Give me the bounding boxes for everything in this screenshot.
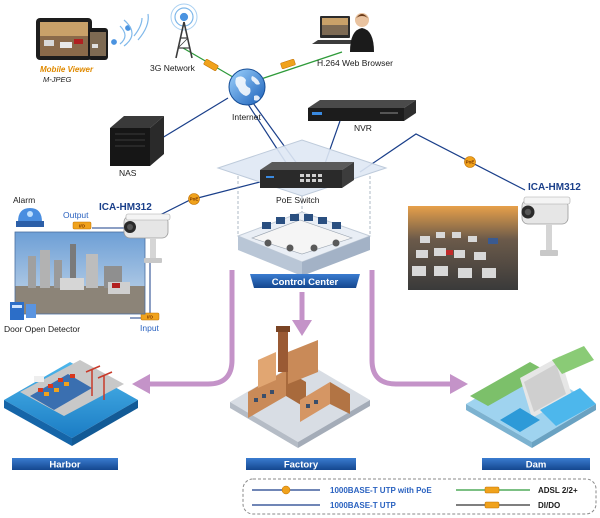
nvr-label: NVR: [354, 123, 372, 133]
input-label: Input: [140, 323, 160, 333]
door-sensor-icon: [10, 302, 36, 320]
legend-item-adsl: ADSL 2/2+: [456, 486, 578, 495]
ip-camera-right: [521, 196, 571, 256]
svg-text:I/O: I/O: [79, 223, 86, 228]
poe-switch-label: PoE Switch: [276, 195, 320, 205]
factory-illustration: [230, 326, 370, 448]
nvr-device: [308, 100, 416, 121]
svg-text:PoE: PoE: [466, 160, 475, 165]
svg-text:Dam: Dam: [526, 460, 547, 471]
svg-text:PoE: PoE: [190, 197, 199, 202]
adsl-tag-browser: [280, 58, 296, 70]
web-browser-user-icon: [312, 13, 374, 52]
mobile-viewer-device: [36, 18, 108, 60]
legend-item-utp-poe: 1000BASE-T UTP with PoE: [252, 485, 432, 495]
svg-text:DI/DO: DI/DO: [538, 501, 560, 510]
svg-text:Control Center: Control Center: [272, 277, 339, 288]
cell-tower-icon: [170, 3, 198, 59]
mjpeg-label: M-JPEG: [43, 75, 72, 84]
3g-network-label: 3G Network: [150, 63, 196, 73]
flow-arrows: [148, 270, 452, 387]
factory-banner: Factory: [246, 458, 356, 471]
left-scene-photo: [14, 231, 146, 315]
camera-right-label: ICA-HM312: [528, 182, 581, 193]
traffic-photo: [408, 206, 518, 290]
svg-text:1000BASE-T UTP with PoE: 1000BASE-T UTP with PoE: [330, 486, 432, 495]
camera-left-label: ICA-HM312: [99, 202, 152, 213]
svg-text:Harbor: Harbor: [49, 460, 80, 471]
flow-arrowheads: [132, 320, 468, 394]
ip-camera-left: [123, 213, 171, 263]
control-center-platform: [216, 139, 388, 276]
web-browser-label: H.264 Web Browser: [317, 58, 393, 68]
svg-text:Factory: Factory: [284, 460, 319, 471]
legend-item-utp: 1000BASE-T UTP: [252, 501, 396, 510]
mobile-viewer-label: Mobile Viewer: [40, 65, 94, 74]
poe-switch-device: [260, 162, 354, 188]
alarm-label: Alarm: [13, 195, 35, 205]
internet-label: Internet: [232, 112, 261, 122]
globe-icon: [228, 68, 266, 106]
output-label: Output: [63, 210, 89, 220]
poe-tag-right: PoE: [464, 156, 476, 168]
harbor-banner: Harbor: [12, 458, 118, 471]
dam-illustration: [466, 346, 596, 448]
io-tag-input: I/O: [140, 312, 160, 321]
dam-banner: Dam: [482, 458, 590, 471]
operator-desks: [251, 214, 353, 255]
adsl-tag-3g: [203, 59, 219, 71]
wireless-signal-icon: [110, 13, 149, 47]
connection-lines: [92, 47, 526, 319]
legend: 1000BASE-T UTP with PoE 1000BASE-T UTP A…: [242, 478, 597, 515]
alarm-light-icon: [16, 208, 44, 227]
svg-text:1000BASE-T UTP: 1000BASE-T UTP: [330, 501, 396, 510]
legend-item-dido: DI/DO: [456, 501, 560, 510]
nas-label: NAS: [119, 168, 137, 178]
poe-tag-left: PoE: [188, 193, 200, 205]
io-tag-output: I/O: [72, 221, 92, 230]
svg-text:I/O: I/O: [147, 314, 154, 319]
control-center-banner: Control Center: [250, 274, 360, 288]
svg-text:ADSL 2/2+: ADSL 2/2+: [538, 486, 578, 495]
door-detector-label: Door Open Detector: [4, 324, 80, 334]
nas-device: [110, 116, 164, 166]
harbor-illustration: [4, 360, 138, 446]
